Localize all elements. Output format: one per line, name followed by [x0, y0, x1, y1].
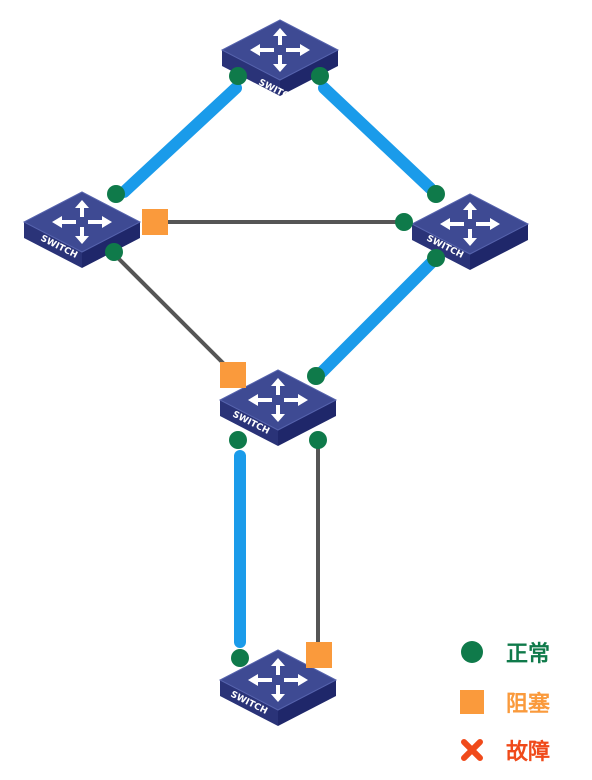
- port-top-right-normal: [311, 67, 329, 85]
- green-dot-icon: [460, 640, 484, 664]
- port-bottom-right-blocked: [306, 642, 332, 668]
- legend-blocked-label: 阻塞: [506, 692, 551, 717]
- legend-normal: 正常: [460, 636, 550, 668]
- red-cross-icon: [460, 738, 484, 762]
- link-right-middle-active: [316, 256, 438, 378]
- port-left-bottom-normal: [105, 243, 123, 261]
- port-right-top-normal: [427, 185, 445, 203]
- links-layer: [110, 82, 438, 656]
- link-left-middle-blocked: [110, 250, 234, 374]
- port-middle-left-blocked: [220, 362, 246, 388]
- legend-fault-label: 故障: [506, 740, 551, 765]
- legend-fault: 故障: [460, 734, 550, 766]
- legend-blocked: 阻塞: [460, 686, 550, 718]
- legend-normal-label: 正常: [506, 642, 551, 667]
- port-right-bottom-normal: [427, 249, 445, 267]
- port-middle-bottom-left-normal: [229, 431, 247, 449]
- link-top-right-active: [318, 82, 436, 194]
- link-top-left-active: [118, 82, 242, 198]
- blocked-ports: [142, 209, 332, 668]
- port-left-right-blocked: [142, 209, 168, 235]
- port-top-left-normal: [229, 67, 247, 85]
- port-right-left-normal: [395, 213, 413, 231]
- port-middle-bottom-right-normal: [309, 431, 327, 449]
- port-middle-right-normal: [307, 367, 325, 385]
- port-left-top-normal: [107, 185, 125, 203]
- switch-left: SWITCH: [23, 191, 141, 269]
- normal-ports: [105, 67, 445, 667]
- port-bottom-left-normal: [231, 649, 249, 667]
- orange-square-icon: [460, 690, 484, 714]
